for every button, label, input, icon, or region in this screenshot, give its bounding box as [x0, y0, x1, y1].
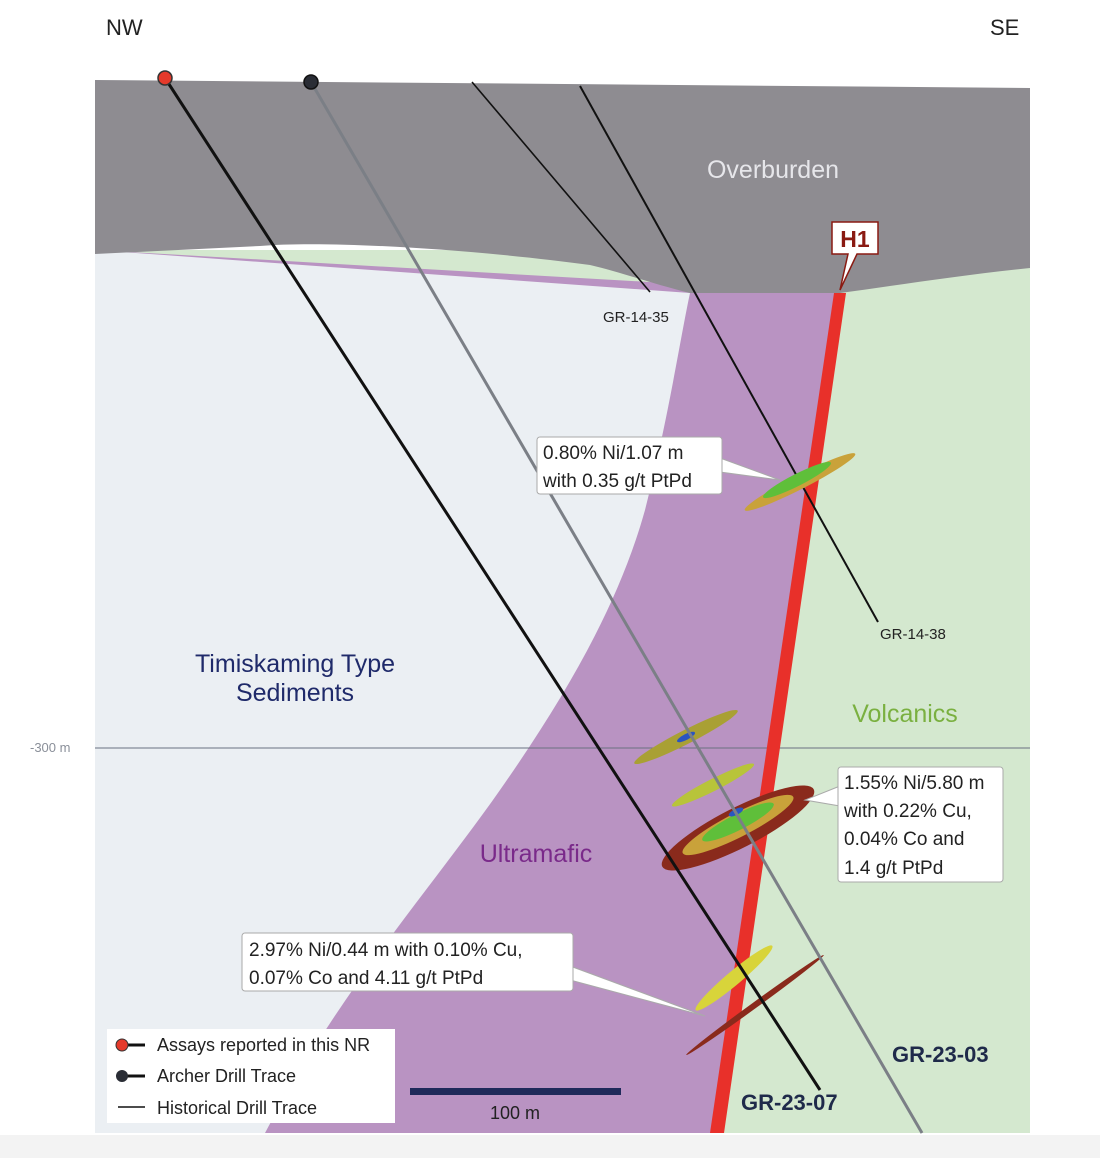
h1-label: H1 — [840, 226, 870, 252]
svg-text:0.07% Co and 4.11 g/t PtPd: 0.07% Co and 4.11 g/t PtPd — [249, 968, 483, 989]
depth-label: -300 m — [30, 740, 70, 755]
label-gr-23-03: GR-23-03 — [892, 1042, 989, 1067]
scale-bar — [410, 1088, 621, 1095]
svg-text:Assays reported in this NR: Assays reported in this NR — [157, 1035, 370, 1055]
legend: Assays reported in this NR Archer Drill … — [107, 1029, 395, 1123]
svg-text:1.55% Ni/5.80 m: 1.55% Ni/5.80 m — [844, 773, 984, 794]
svg-text:Historical Drill Trace: Historical Drill Trace — [157, 1098, 317, 1118]
svg-text:Archer Drill Trace: Archer Drill Trace — [157, 1066, 296, 1086]
callout-lower: 2.97% Ni/0.44 m with 0.10% Cu, 0.07% Co … — [241, 932, 706, 1017]
svg-text:with 0.35 g/t PtPd: with 0.35 g/t PtPd — [542, 471, 692, 492]
drill-trace-gr-14-35 — [471, 81, 651, 293]
se-label: SE — [990, 15, 1019, 40]
scale-bar-label: 100 m — [490, 1103, 540, 1123]
collar-gr-23-07 — [157, 70, 173, 86]
svg-text:1.4 g/t PtPd: 1.4 g/t PtPd — [844, 858, 943, 879]
sediments-label-2: Sediments — [236, 679, 354, 707]
label-gr-23-07: GR-23-07 — [741, 1090, 838, 1115]
ultramafic-label: Ultramafic — [480, 840, 593, 868]
svg-text:0.80% Ni/1.07 m: 0.80% Ni/1.07 m — [543, 443, 683, 464]
svg-text:0.04% Co and: 0.04% Co and — [844, 829, 964, 850]
callout-middle: 1.55% Ni/5.80 m with 0.22% Cu, 0.04% Co … — [803, 766, 1004, 883]
h1-callout — [831, 221, 879, 291]
sediments-label: Timiskaming Type — [195, 650, 395, 678]
callout-upper: 0.80% Ni/1.07 m with 0.35 g/t PtPd — [536, 436, 781, 495]
overburden-unit — [95, 80, 1030, 293]
svg-text:with 0.22% Cu,: with 0.22% Cu, — [843, 801, 972, 822]
nw-label: NW — [106, 15, 143, 40]
volcanics-label: Volcanics — [852, 700, 958, 728]
drill-trace-gr-14-38 — [579, 85, 879, 623]
red-collar-icon — [115, 1038, 129, 1052]
overburden-label: Overburden — [707, 156, 839, 184]
collar-gr-23-03 — [303, 74, 319, 90]
label-gr-14-38: GR-14-38 — [880, 626, 946, 643]
drill-trace-gr-23-07 — [163, 77, 822, 1091]
black-collar-icon — [116, 1070, 128, 1082]
drill-trace-gr-23-03 — [309, 81, 924, 1134]
label-gr-14-35: GR-14-35 — [603, 309, 669, 326]
svg-text:2.97% Ni/0.44 m with 0.10% Cu,: 2.97% Ni/0.44 m with 0.10% Cu, — [249, 940, 523, 961]
